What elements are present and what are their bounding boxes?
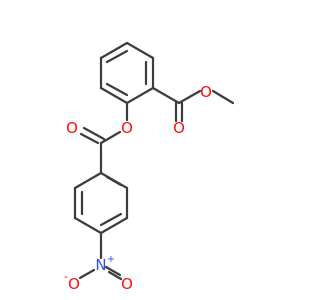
- atom-n-charge: +: [107, 254, 115, 265]
- bond: [79, 132, 100, 145]
- atom-n-nitro: N: [95, 256, 106, 274]
- atom-o-nitro-right: O: [121, 275, 133, 293]
- atom-o-carbonyl-left: O: [66, 119, 78, 137]
- bond: [125, 41, 155, 60]
- bond: [125, 86, 155, 105]
- bond: [105, 49, 129, 64]
- bond: [82, 126, 106, 141]
- atom-o-ester-link: O: [121, 119, 133, 137]
- bond: [73, 171, 103, 190]
- bond: [105, 82, 129, 97]
- bond: [104, 265, 122, 277]
- bond: [151, 86, 181, 105]
- bond: [99, 130, 122, 145]
- bond: [107, 270, 123, 281]
- atom-o-carbonyl-top: O: [173, 119, 185, 137]
- atom-labels: O O O O N + O - O: [64, 83, 212, 293]
- atom-o-nitro-left-charge: -: [64, 270, 68, 283]
- bond: [78, 268, 96, 280]
- bond: [73, 216, 103, 235]
- bond: [99, 216, 129, 235]
- atom-o-nitro-left: O: [68, 275, 80, 293]
- bond: [99, 86, 129, 105]
- bond: [211, 89, 235, 105]
- bonds: [73, 41, 235, 281]
- bond: [177, 89, 202, 105]
- bond: [99, 41, 129, 60]
- bond: [99, 212, 123, 227]
- bond: [105, 175, 123, 187]
- molecule-structure: O O O O N + O - O: [64, 41, 235, 293]
- atom-o-ether-top: O: [200, 83, 212, 101]
